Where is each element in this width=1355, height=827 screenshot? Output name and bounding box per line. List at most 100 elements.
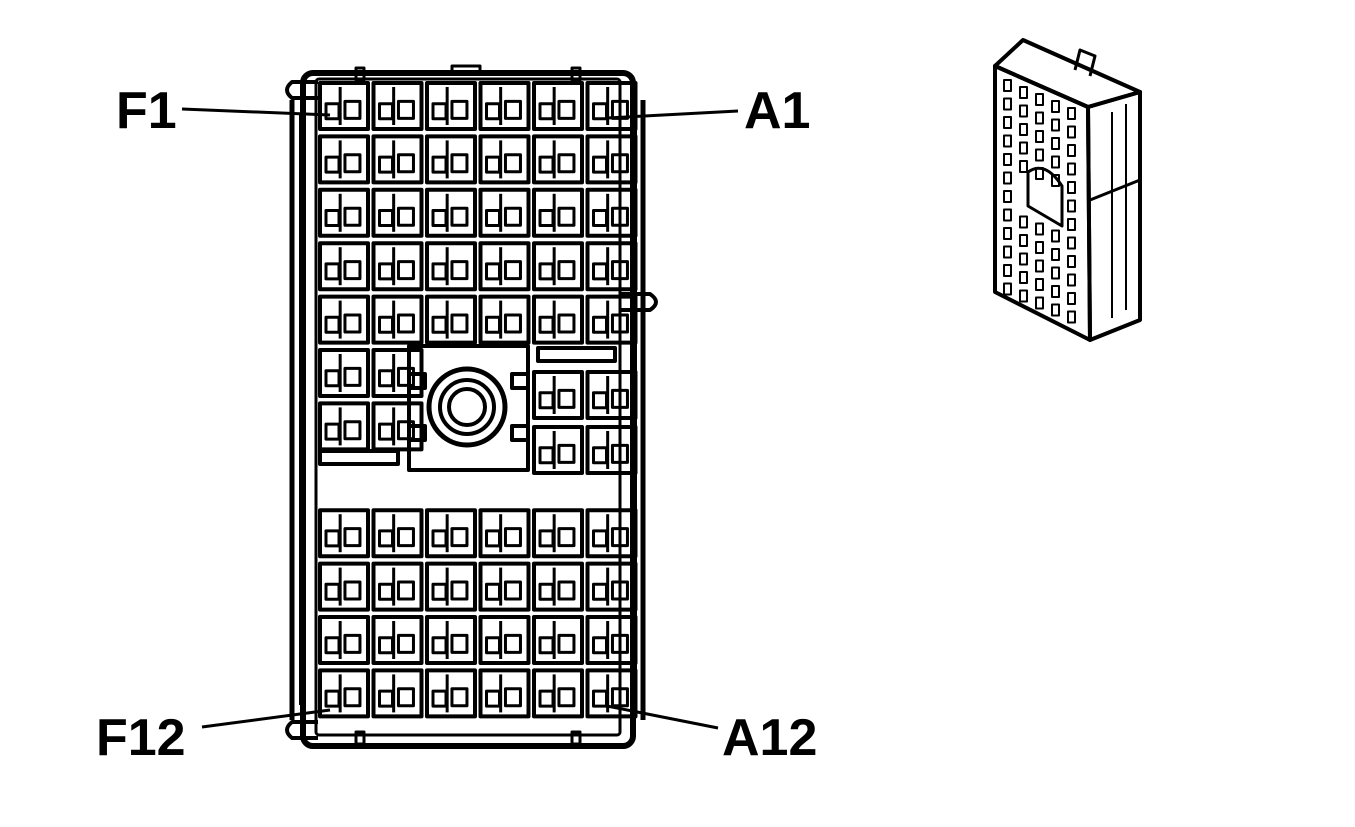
iso-pin-cavity [1067, 236, 1076, 250]
pin-terminal [592, 155, 608, 174]
notch-top-1 [354, 66, 366, 82]
pin-cavity-outline [318, 508, 370, 559]
pin-cavity-A2 [585, 134, 638, 185]
iso-pin-cavity [1067, 199, 1076, 213]
pin-cavity-A3 [585, 187, 638, 238]
pin-terminal [538, 209, 555, 227]
pin-terminal [324, 689, 341, 708]
pin-cavity-F12 [318, 668, 370, 719]
iso-pin-cavity [1051, 137, 1060, 150]
pin-terminal [431, 315, 448, 334]
pin-cavity-A7 [585, 370, 638, 420]
pin-terminal-window [503, 580, 522, 601]
iso-pin-cavity [1067, 255, 1076, 268]
pin-cavity-D1 [425, 81, 477, 131]
pin-terminal-window [610, 388, 629, 409]
iso-pin-cavity [1035, 241, 1044, 254]
pin-cavity-outline [478, 561, 531, 612]
pin-cavity-D9 [425, 508, 477, 559]
pin-cavity-E12 [371, 668, 424, 719]
notch-top-3 [570, 66, 582, 82]
iso-pin-cavity [1051, 100, 1060, 113]
iso-pin-cavity [1067, 125, 1076, 139]
iso-pin-cavity [1003, 227, 1012, 240]
pin-terminal [378, 262, 394, 281]
iso-pin-cavity [1051, 155, 1060, 169]
pin-terminal-window [343, 420, 362, 441]
pin-terminal [378, 636, 394, 655]
iso-pin-cavity [1019, 86, 1028, 99]
pin-terminal [431, 582, 448, 601]
pin-terminal-window [450, 580, 469, 601]
iso-side-face [1086, 90, 1142, 342]
pin-terminal-window [343, 366, 362, 387]
iso-top-tab [1073, 48, 1097, 77]
pin-cavity-outline [425, 241, 477, 292]
pin-terminal [485, 529, 501, 548]
pin-terminal [592, 262, 608, 281]
pin-terminal [485, 262, 501, 281]
pin-cavity-B3 [532, 187, 584, 238]
pin-cavity-D10 [425, 561, 477, 612]
pin-cavity-B1 [532, 81, 584, 131]
label-a12: A12 [722, 709, 817, 767]
pin-terminal-window [396, 633, 415, 654]
pin-terminal [485, 155, 501, 174]
iso-pin-cavity [1019, 141, 1028, 155]
pin-terminal-window [343, 99, 362, 120]
pin-cavity-outline [478, 294, 531, 345]
iso-pin-cavity [1003, 153, 1012, 166]
pin-cavity-C3 [478, 187, 531, 238]
pin-terminal-window [343, 313, 362, 334]
pin-cavity-outline [478, 134, 531, 185]
pin-cavity-outline [478, 668, 531, 719]
leader-f1 [181, 107, 331, 117]
blank-slot-lower [318, 449, 400, 466]
pin-cavity-outline [425, 187, 477, 238]
pin-terminal-window [610, 313, 629, 334]
pin-terminal-window [557, 443, 576, 464]
iso-pin-cavity [1035, 259, 1044, 273]
iso-pin-cavity [1035, 296, 1044, 310]
pin-terminal-window [450, 153, 469, 174]
pin-terminal-window [450, 260, 469, 281]
pin-terminal-window [557, 580, 576, 601]
iso-pin-cavity [1003, 134, 1012, 148]
iso-pin-cavity [1067, 218, 1076, 231]
iso-pin-cavity [1067, 273, 1076, 287]
iso-pin-cavity [1051, 266, 1060, 280]
iso-pin-cavity [1051, 118, 1060, 132]
pin-terminal-window [343, 206, 362, 227]
pin-cavity-D4 [425, 241, 477, 292]
pin-terminal [592, 446, 608, 465]
boss-outer-ring [426, 366, 508, 448]
pin-cavity-A10 [585, 561, 638, 612]
iso-side-ridge [1111, 104, 1127, 318]
pin-cavity-outline [371, 134, 424, 185]
pin-terminal-window [396, 206, 415, 227]
iso-pin-cavity [1051, 285, 1060, 298]
pin-terminal-window [396, 260, 415, 281]
iso-pin-cavity [1067, 292, 1076, 305]
pin-cavity-D11 [425, 615, 477, 665]
pin-cavity-outline [532, 134, 584, 185]
pin-terminal [324, 636, 341, 655]
pin-terminal [378, 689, 394, 708]
pin-terminal [538, 102, 555, 121]
pin-cavity-F4 [318, 241, 370, 292]
boss-key-bl [407, 424, 427, 442]
pin-terminal [324, 262, 341, 281]
label-f12: F12 [96, 709, 186, 767]
pin-terminal-window [343, 153, 362, 174]
pin-cavity-D3 [425, 187, 477, 238]
pin-cavity-F9 [318, 508, 370, 559]
pin-terminal-window [396, 420, 415, 441]
pin-cavity-A9 [585, 508, 638, 559]
pin-terminal [378, 209, 394, 227]
pin-cavity-F6 [318, 348, 370, 398]
pin-terminal-window [610, 687, 629, 708]
iso-pin-cavity [1003, 282, 1012, 296]
iso-pin-cavity [1019, 289, 1028, 303]
pin-cavity-C9 [478, 508, 531, 559]
